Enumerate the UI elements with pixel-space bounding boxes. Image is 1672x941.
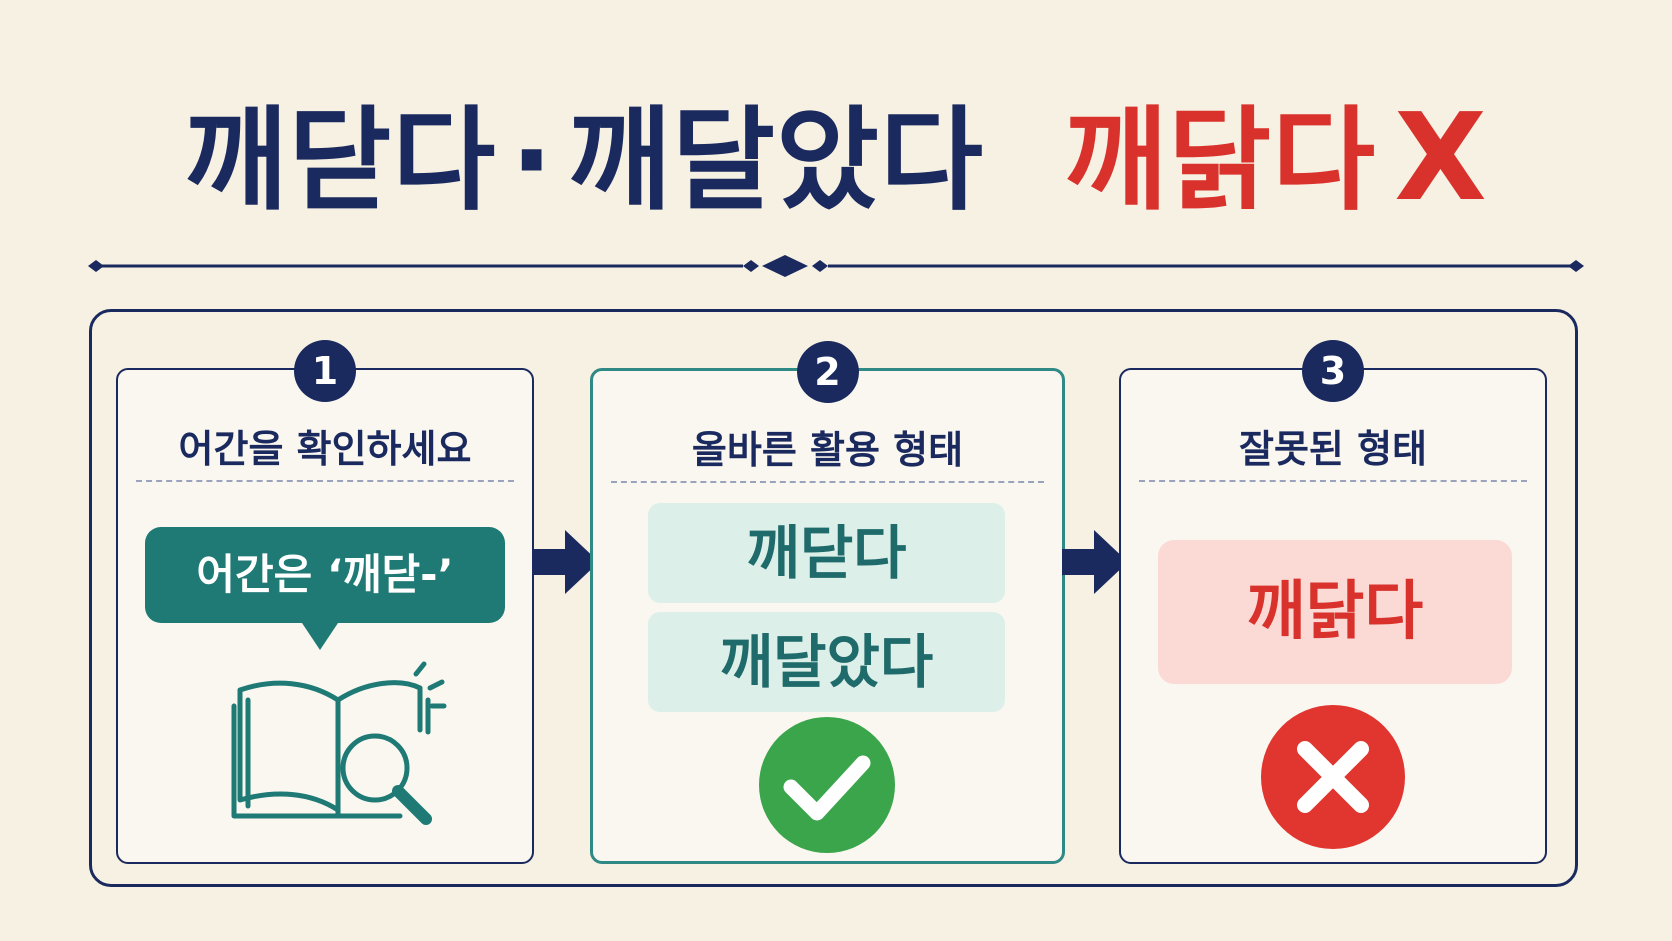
step-heading: 어간을 확인하세요 xyxy=(178,427,472,471)
wrong-form-box: 깨닭다 xyxy=(1158,540,1512,684)
step-panel-1: 1 어간을 확인하세요 어간은 ‘깨닫-’ xyxy=(116,340,534,864)
stem-speech-bubble: 어간은 ‘깨닫-’ xyxy=(145,527,505,623)
correct-form-box: 깨달았다 xyxy=(648,612,1005,712)
title-correct-1: 깨닫다 xyxy=(184,96,497,226)
speech-bubble-tail xyxy=(300,620,340,650)
arrow-right-icon xyxy=(1062,530,1128,594)
step-heading: 잘못된 형태 xyxy=(1238,427,1428,471)
check-icon xyxy=(759,717,895,853)
step-heading: 올바른 활용 형태 xyxy=(691,428,964,472)
title-wrong: 깨닭다 xyxy=(1064,96,1377,226)
step-panel-3: 3 잘못된 형태 깨닭다 xyxy=(1119,340,1547,864)
dashed-divider xyxy=(136,480,514,482)
title-separator: · xyxy=(510,96,554,226)
steps-frame xyxy=(89,309,1578,887)
title-correct-2: 깨달았다 xyxy=(567,96,985,226)
title-wrong-mark: X xyxy=(1394,89,1488,228)
correct-form-box: 깨닫다 xyxy=(648,503,1005,603)
dashed-divider xyxy=(1139,480,1527,482)
step-panel-2: 2 올바른 활용 형태 깨닫다 깨달았다 xyxy=(590,341,1065,864)
arrow-right-icon xyxy=(533,530,599,594)
x-icon xyxy=(1261,705,1405,849)
step-number-badge: 3 xyxy=(1302,340,1364,402)
step-number-badge: 1 xyxy=(294,340,356,402)
dashed-divider xyxy=(611,481,1044,483)
ornamental-divider xyxy=(88,255,1584,277)
step-number-badge: 2 xyxy=(796,341,859,403)
book-magnifier-icon xyxy=(231,661,447,825)
